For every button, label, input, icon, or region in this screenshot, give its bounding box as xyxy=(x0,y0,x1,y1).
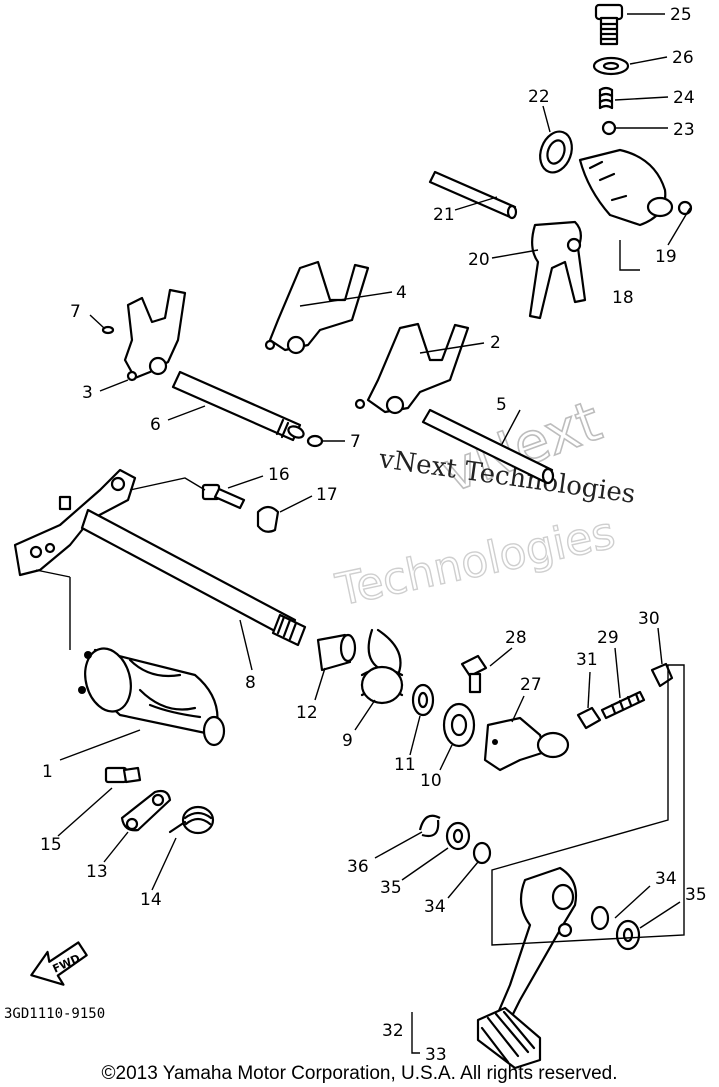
part-32-shift-pedal xyxy=(493,866,578,1032)
part-3-fork xyxy=(123,288,187,382)
callout-28: 28 xyxy=(505,628,527,648)
part-28-bolt xyxy=(460,654,488,694)
callout-5: 5 xyxy=(496,395,507,415)
diagram-part-number: 3GD1110-9150 xyxy=(4,1006,105,1022)
leader-lines xyxy=(57,13,691,929)
fwd-direction-badge: FWD xyxy=(30,941,88,986)
callout-numbers: 1 2 3 4 5 6 7 7 8 9 10 11 12 13 14 15 16… xyxy=(40,5,707,1065)
part-26-washer xyxy=(592,56,630,76)
callout-18: 18 xyxy=(612,288,634,308)
callout-17: 17 xyxy=(316,485,338,505)
part-17-clip xyxy=(256,505,280,533)
part-35-washer-right xyxy=(615,919,641,951)
part-20-fork xyxy=(528,220,587,320)
callout-36: 36 xyxy=(347,857,369,877)
callout-25: 25 xyxy=(670,5,692,25)
callout-27: 27 xyxy=(520,675,542,695)
part-7-clip-bottom xyxy=(306,434,324,448)
callout-29: 29 xyxy=(597,628,619,648)
part-11-washer xyxy=(411,683,435,717)
callout-16: 16 xyxy=(268,465,290,485)
part-18-segment xyxy=(578,148,693,227)
copyright-notice: ©2013 Yamaha Motor Corporation, U.S.A. A… xyxy=(101,1063,618,1084)
part-34-ring-lower-left xyxy=(472,841,492,865)
callout-32: 32 xyxy=(382,1021,404,1041)
callout-20: 20 xyxy=(468,250,490,270)
callout-26: 26 xyxy=(672,48,694,68)
part-31-nut xyxy=(576,706,602,730)
callout-13: 13 xyxy=(86,862,108,882)
callout-1: 1 xyxy=(42,762,53,782)
part-15-bolt xyxy=(104,766,142,784)
callout-24: 24 xyxy=(673,88,695,108)
part-27-lever xyxy=(483,716,570,772)
callout-22: 22 xyxy=(528,87,550,107)
part-5-shaft xyxy=(421,408,555,485)
callout-10: 10 xyxy=(420,771,442,791)
part-10-seal xyxy=(442,702,476,748)
watermark-line3: Technologies xyxy=(331,508,619,617)
callout-31: 31 xyxy=(576,650,598,670)
part-1-shift-drum xyxy=(78,647,226,747)
part-4-fork xyxy=(264,260,370,355)
part-21-shaft xyxy=(428,170,518,220)
part-22-bearing xyxy=(539,130,573,174)
part-33-pedal-rubber xyxy=(476,1006,542,1070)
callout-7-bottom: 7 xyxy=(350,432,361,452)
callout-30: 30 xyxy=(638,609,660,629)
part-16-bolt xyxy=(201,483,246,510)
callout-19: 19 xyxy=(655,247,677,267)
part-13-stopper xyxy=(120,789,172,832)
part-36-circlip xyxy=(418,814,441,838)
callout-34-lower-left: 34 xyxy=(424,897,446,917)
part-34-ring-right xyxy=(590,905,610,931)
part-30-nut xyxy=(650,662,674,688)
part-35-washer-lower-left xyxy=(445,821,471,851)
part-29-bolt xyxy=(600,690,646,720)
part-24-spring xyxy=(598,86,614,110)
callout-7-top: 7 xyxy=(70,302,81,322)
callout-12: 12 xyxy=(296,703,318,723)
callout-3: 3 xyxy=(82,383,93,403)
part-7-clip-top xyxy=(101,325,115,335)
part-25-bolt xyxy=(594,3,624,46)
part-9-spring xyxy=(360,628,404,705)
callout-21: 21 xyxy=(433,205,455,225)
callout-33: 33 xyxy=(425,1045,447,1065)
callout-11: 11 xyxy=(394,755,416,775)
callout-2: 2 xyxy=(490,333,501,353)
callout-15: 15 xyxy=(40,835,62,855)
bracket-lines xyxy=(35,240,685,1054)
callout-23: 23 xyxy=(673,120,695,140)
part-2-fork xyxy=(354,322,470,415)
part-14-spring xyxy=(168,805,215,835)
callout-35-right: 35 xyxy=(685,885,707,905)
callout-4: 4 xyxy=(396,283,407,303)
part-8-shift-shaft xyxy=(13,468,307,647)
callout-8: 8 xyxy=(245,673,256,693)
watermark: vNext Technologies vNext Technologies xyxy=(331,388,638,617)
part-12-collar xyxy=(316,633,357,672)
callout-35-lower-left: 35 xyxy=(380,878,402,898)
part-23-ball xyxy=(601,120,617,136)
callout-14: 14 xyxy=(140,890,162,910)
part-6-shaft xyxy=(171,370,305,442)
callout-34-right: 34 xyxy=(655,869,677,889)
callout-9: 9 xyxy=(342,731,353,751)
callout-6: 6 xyxy=(150,415,161,435)
